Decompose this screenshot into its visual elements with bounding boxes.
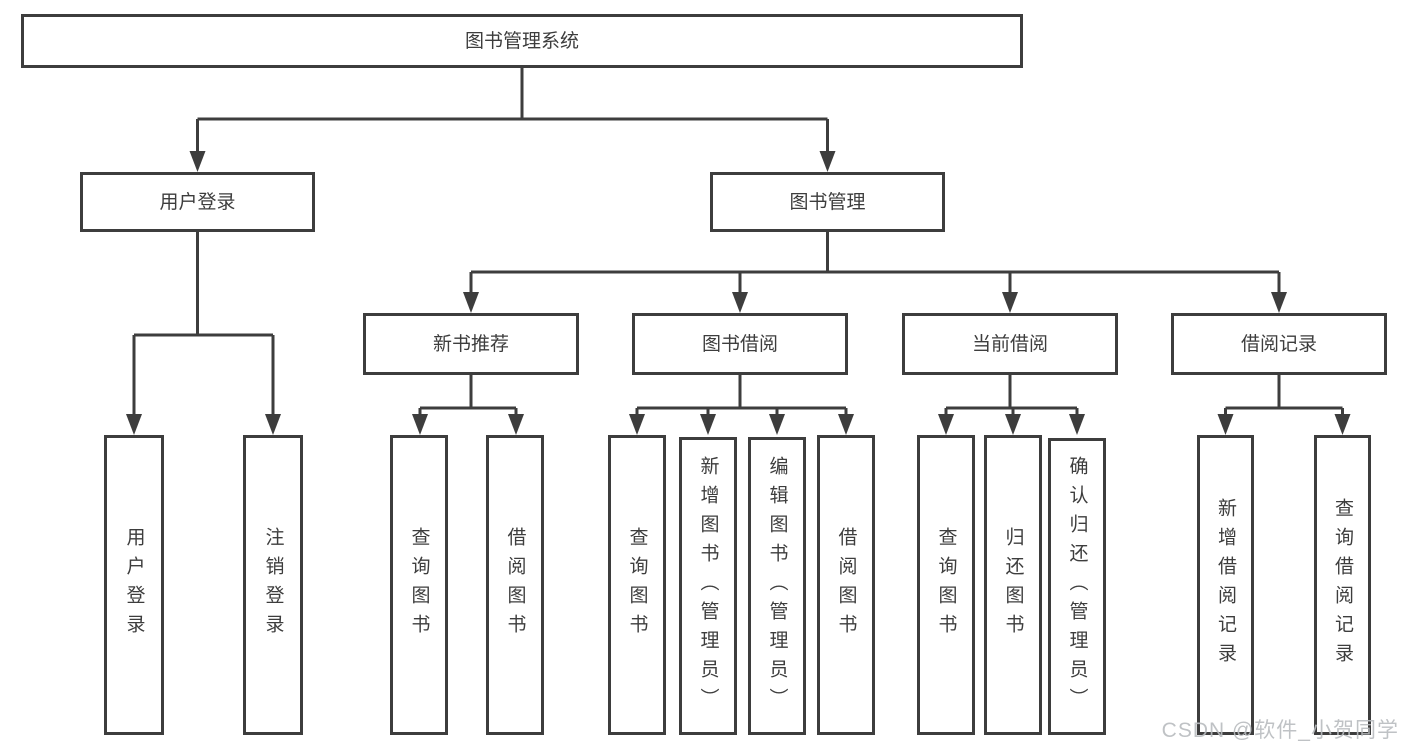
- node-label: 注销登录: [262, 527, 284, 643]
- arrowhead-icon: [700, 414, 716, 435]
- leaf-return-books: 归还图书: [984, 435, 1042, 735]
- node-label: 查询图书: [935, 527, 957, 643]
- node-new-book-recommend: 新书推荐: [363, 313, 579, 375]
- arrowhead-icon: [265, 414, 281, 435]
- node-label: 新增图书（管理员）: [697, 455, 719, 717]
- node-user-login: 用户登录: [80, 172, 315, 232]
- node-label: 新书推荐: [432, 333, 509, 355]
- leaf-add-borrow-record: 新增借阅记录: [1197, 435, 1254, 735]
- node-label: 查询图书: [626, 527, 648, 643]
- arrowhead-icon: [189, 151, 206, 172]
- connector-book-management: [469, 232, 1281, 298]
- arrowhead-icon: [463, 292, 479, 313]
- arrowhead-icon: [508, 414, 524, 435]
- arrowhead-icon: [126, 414, 142, 435]
- arrowhead-icon: [838, 414, 854, 435]
- node-book-borrow: 图书借阅: [632, 313, 848, 375]
- leaf-query-books: 查询图书: [390, 435, 448, 735]
- node-label: 图书管理系统: [464, 30, 579, 52]
- arrowhead-icon: [1069, 414, 1085, 435]
- node-label: 归还图书: [1002, 527, 1024, 643]
- node-current-borrow: 当前借阅: [902, 313, 1118, 375]
- leaf-confirm-return-admin: 确认归还（管理员）: [1048, 438, 1106, 735]
- node-label: 借阅图书: [835, 527, 857, 643]
- arrowhead-icon: [1271, 292, 1287, 313]
- leaf-borrow-books: 借阅图书: [817, 435, 875, 735]
- leaf-logout: 注销登录: [243, 435, 303, 735]
- arrowhead-icon: [1002, 292, 1018, 313]
- node-label: 查询图书: [408, 527, 430, 643]
- connector-book-borrow: [635, 375, 848, 420]
- node-borrow-records: 借阅记录: [1171, 313, 1387, 375]
- leaf-user-login: 用户登录: [104, 435, 164, 735]
- arrowhead-icon: [629, 414, 645, 435]
- node-book-management: 图书管理: [710, 172, 945, 232]
- node-label: 编辑图书（管理员）: [766, 455, 788, 717]
- arrowhead-icon: [938, 414, 954, 435]
- arrowhead-icon: [769, 414, 785, 435]
- node-label: 用户登录: [123, 527, 145, 643]
- node-label: 确认归还（管理员）: [1066, 456, 1088, 717]
- leaf-borrow-books: 借阅图书: [486, 435, 544, 735]
- leaf-query-books: 查询图书: [917, 435, 975, 735]
- connector-new-book-recommend: [418, 375, 518, 420]
- arrowhead-icon: [819, 151, 836, 172]
- connector-root: [196, 68, 829, 157]
- node-label: 查询借阅记录: [1332, 498, 1353, 672]
- connector-user-login: [132, 232, 275, 420]
- node-label: 借阅图书: [504, 527, 526, 643]
- node-label: 借阅记录: [1240, 333, 1317, 355]
- node-label: 当前借阅: [971, 333, 1048, 355]
- arrowhead-icon: [412, 414, 428, 435]
- leaf-query-borrow-record: 查询借阅记录: [1314, 435, 1371, 735]
- leaf-query-books: 查询图书: [608, 435, 666, 735]
- node-label: 用户登录: [159, 191, 236, 213]
- arrowhead-icon: [1334, 414, 1351, 435]
- arrowhead-icon: [732, 292, 748, 313]
- connector-borrow-records: [1224, 375, 1344, 420]
- node-label: 图书借阅: [701, 333, 778, 355]
- node-label: 图书管理: [789, 191, 866, 213]
- leaf-edit-books-admin: 编辑图书（管理员）: [748, 437, 806, 735]
- leaf-add-books-admin: 新增图书（管理员）: [679, 437, 737, 735]
- connector-current-borrow: [944, 375, 1079, 420]
- arrowhead-icon: [1217, 414, 1234, 435]
- node-root-system: 图书管理系统: [21, 14, 1023, 68]
- node-label: 新增借阅记录: [1215, 498, 1236, 672]
- arrowhead-icon: [1005, 414, 1021, 435]
